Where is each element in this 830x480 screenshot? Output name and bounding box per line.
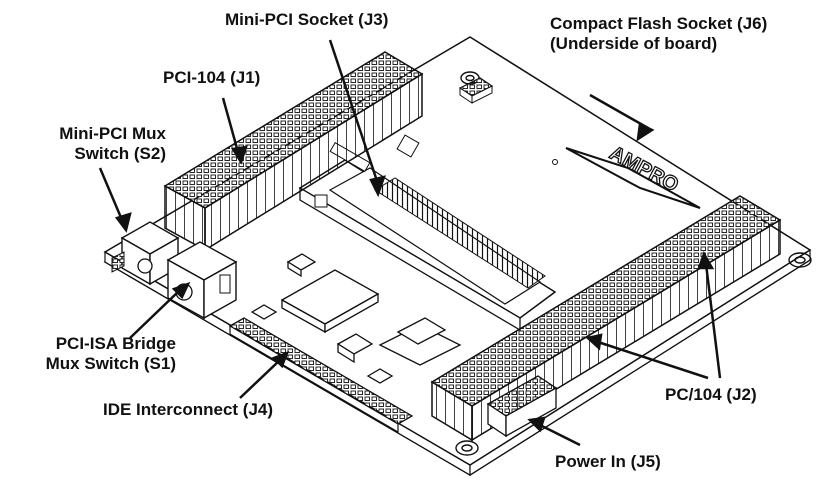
- power-in-connector: [486, 375, 558, 438]
- label-pc-104-j2: PC/104 (J2): [665, 385, 757, 404]
- board-chips: [250, 253, 462, 384]
- label-pci-isa-bridge-mux-switch: PCI-ISA Bridge Mux Switch (S1): [45, 334, 176, 373]
- mini-pci-mux-switch: [111, 221, 180, 286]
- label-ide-interconnect: IDE Interconnect (J4): [103, 400, 274, 419]
- ide-interconnect-header: [228, 317, 414, 434]
- leader-lines: [98, 39, 722, 447]
- label-mini-pci-socket: Mini-PCI Socket (J3): [225, 10, 389, 29]
- label-pci-104: PCI-104 (J1): [163, 68, 261, 87]
- label-mini-pci-mux-switch: Mini-PCI Mux Switch (S2): [59, 124, 166, 163]
- top-jumper-header: [458, 77, 494, 104]
- label-compact-flash-socket: Compact Flash Socket (J6) (Underside of …: [550, 14, 768, 53]
- pci-104-header: [163, 51, 424, 252]
- label-power-in: Power In (J5): [555, 452, 661, 471]
